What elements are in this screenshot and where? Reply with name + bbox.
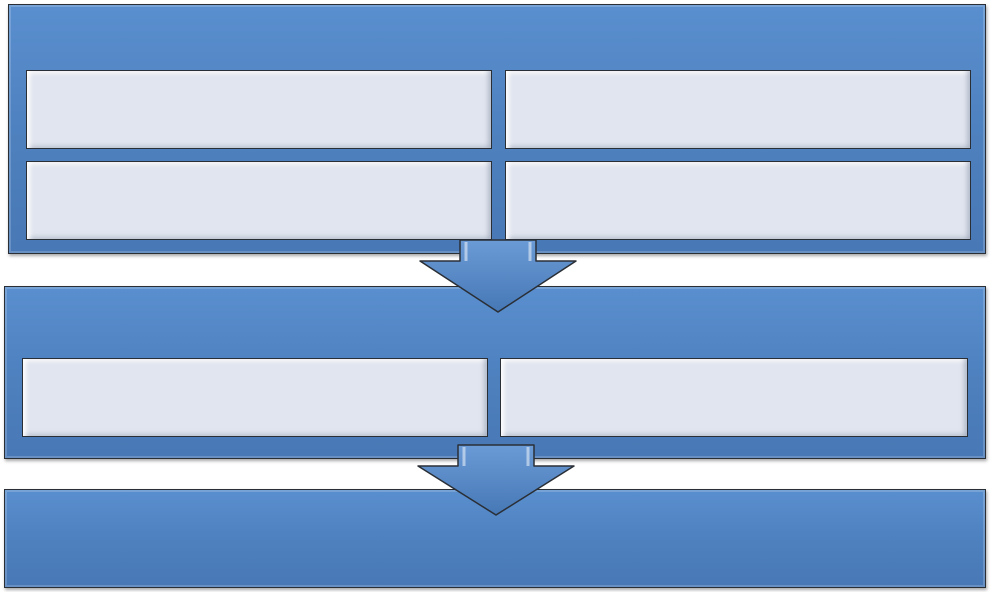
stage-2-cell-2	[500, 358, 968, 437]
down-arrow-2	[417, 444, 575, 516]
stage-1-cell-2	[505, 70, 971, 149]
stage-1-cell-1	[26, 70, 492, 149]
stage-1-title	[9, 5, 985, 65]
stage-2-cell-1	[22, 358, 488, 437]
down-arrow-1	[419, 239, 577, 313]
stage-1-cell-3	[26, 161, 492, 240]
stage-1-cell-4	[505, 161, 971, 240]
